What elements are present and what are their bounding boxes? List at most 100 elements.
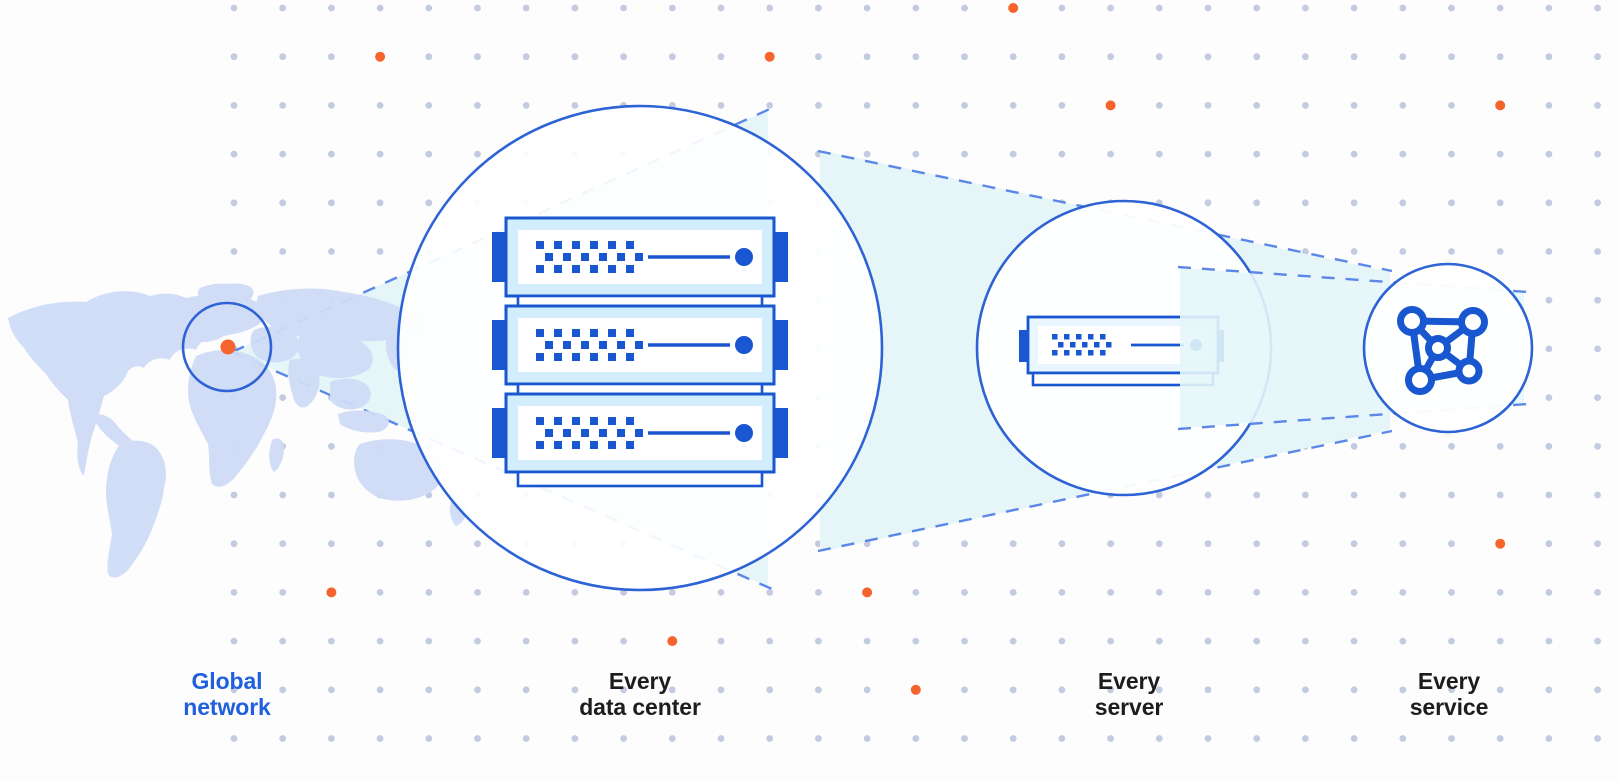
grid-dot [1545, 735, 1553, 742]
grid-dot-highlight [910, 684, 921, 695]
grid-dot [376, 4, 384, 12]
grid-dot [230, 686, 238, 694]
grid-dot-highlight [764, 51, 775, 62]
grid-dot [717, 589, 725, 596]
grid-dot [1448, 248, 1455, 255]
grid-dot [1594, 248, 1601, 255]
grid-dot [961, 4, 968, 12]
grid-dot [230, 53, 238, 61]
grid-dot [815, 4, 822, 12]
grid-dot [717, 735, 725, 742]
grid-dot [1204, 102, 1212, 109]
grid-dot [279, 540, 287, 548]
grid-dot [376, 735, 384, 742]
grid-dot [376, 589, 384, 596]
grid-dot [328, 442, 335, 450]
grid-dot [571, 735, 579, 742]
grid-dot [1545, 296, 1553, 304]
grid-dot [571, 53, 579, 61]
grid-dot [766, 735, 774, 742]
grid-dot [863, 637, 871, 645]
grid-dot [1009, 150, 1017, 158]
grid-dot [1399, 53, 1407, 61]
grid-dot [328, 248, 335, 255]
grid-dot [1009, 53, 1017, 61]
grid-dot [376, 102, 384, 109]
grid-dot-highlight [1008, 3, 1019, 13]
world-map-icon [8, 283, 468, 578]
grid-dot [668, 589, 676, 596]
grid-dot [1155, 686, 1163, 694]
grid-dot [1253, 589, 1261, 596]
grid-dot [1350, 491, 1358, 499]
grid-dot [425, 102, 433, 109]
grid-dot [1399, 199, 1407, 207]
grid-dot [328, 540, 335, 548]
grid-dot [376, 248, 384, 255]
grid-dot [1399, 589, 1407, 596]
grid-dot [961, 589, 968, 596]
grid-dot [279, 686, 287, 694]
grid-dot [1302, 248, 1309, 255]
grid-dot [474, 540, 481, 548]
grid-dot [474, 150, 481, 158]
grid-dot [863, 686, 871, 694]
grid-dot [1545, 150, 1553, 158]
grid-dot [1448, 589, 1455, 596]
grid-dot [1253, 4, 1261, 12]
grid-dot [571, 589, 579, 596]
grid-dot [425, 4, 433, 12]
grid-dot [1448, 735, 1455, 742]
grid-dot [620, 637, 627, 645]
grid-dot [230, 540, 238, 548]
grid-dot [912, 4, 920, 12]
grid-dot [1107, 53, 1114, 61]
grid-dot [815, 589, 822, 596]
grid-dot [376, 150, 384, 158]
grid-dot [1058, 735, 1066, 742]
grid-dot [1496, 442, 1504, 450]
grid-dot [717, 53, 725, 61]
label-line-primary: Every [1417, 668, 1481, 694]
grid-dot [1204, 53, 1212, 61]
grid-dot [1350, 199, 1358, 207]
grid-dot [1058, 686, 1066, 694]
grid-dot [1253, 686, 1261, 694]
label-line-secondary: network [183, 694, 271, 721]
grid-dot [1302, 199, 1309, 207]
grid-dot [230, 248, 238, 255]
grid-dot [961, 150, 968, 158]
grid-dot [1545, 686, 1553, 694]
grid-dot [279, 589, 287, 596]
grid-dot [279, 102, 287, 109]
grid-dot [1496, 637, 1504, 645]
grid-dot [1155, 637, 1163, 645]
grid-dot [328, 491, 335, 499]
grid-dot [1009, 637, 1017, 645]
grid-dot [961, 540, 968, 548]
grid-dot [571, 4, 579, 12]
grid-dot [1594, 686, 1601, 694]
grid-dot [425, 735, 433, 742]
grid-dot [1009, 102, 1017, 109]
grid-dot [1302, 53, 1309, 61]
grid-dot [1399, 491, 1407, 499]
grid-dot [522, 686, 530, 694]
grid-dot [1009, 540, 1017, 548]
grid-dot [279, 394, 287, 401]
grid-dot [1058, 150, 1066, 158]
grid-dot [1009, 735, 1017, 742]
grid-dot [1448, 686, 1455, 694]
grid-dot [376, 199, 384, 207]
grid-dot [1594, 394, 1601, 401]
grid-dot [1545, 442, 1553, 450]
grid-dot [1350, 53, 1358, 61]
grid-dot [620, 686, 627, 694]
grid-dot [1496, 53, 1504, 61]
grid-dot [961, 735, 968, 742]
grid-dot [571, 102, 579, 109]
